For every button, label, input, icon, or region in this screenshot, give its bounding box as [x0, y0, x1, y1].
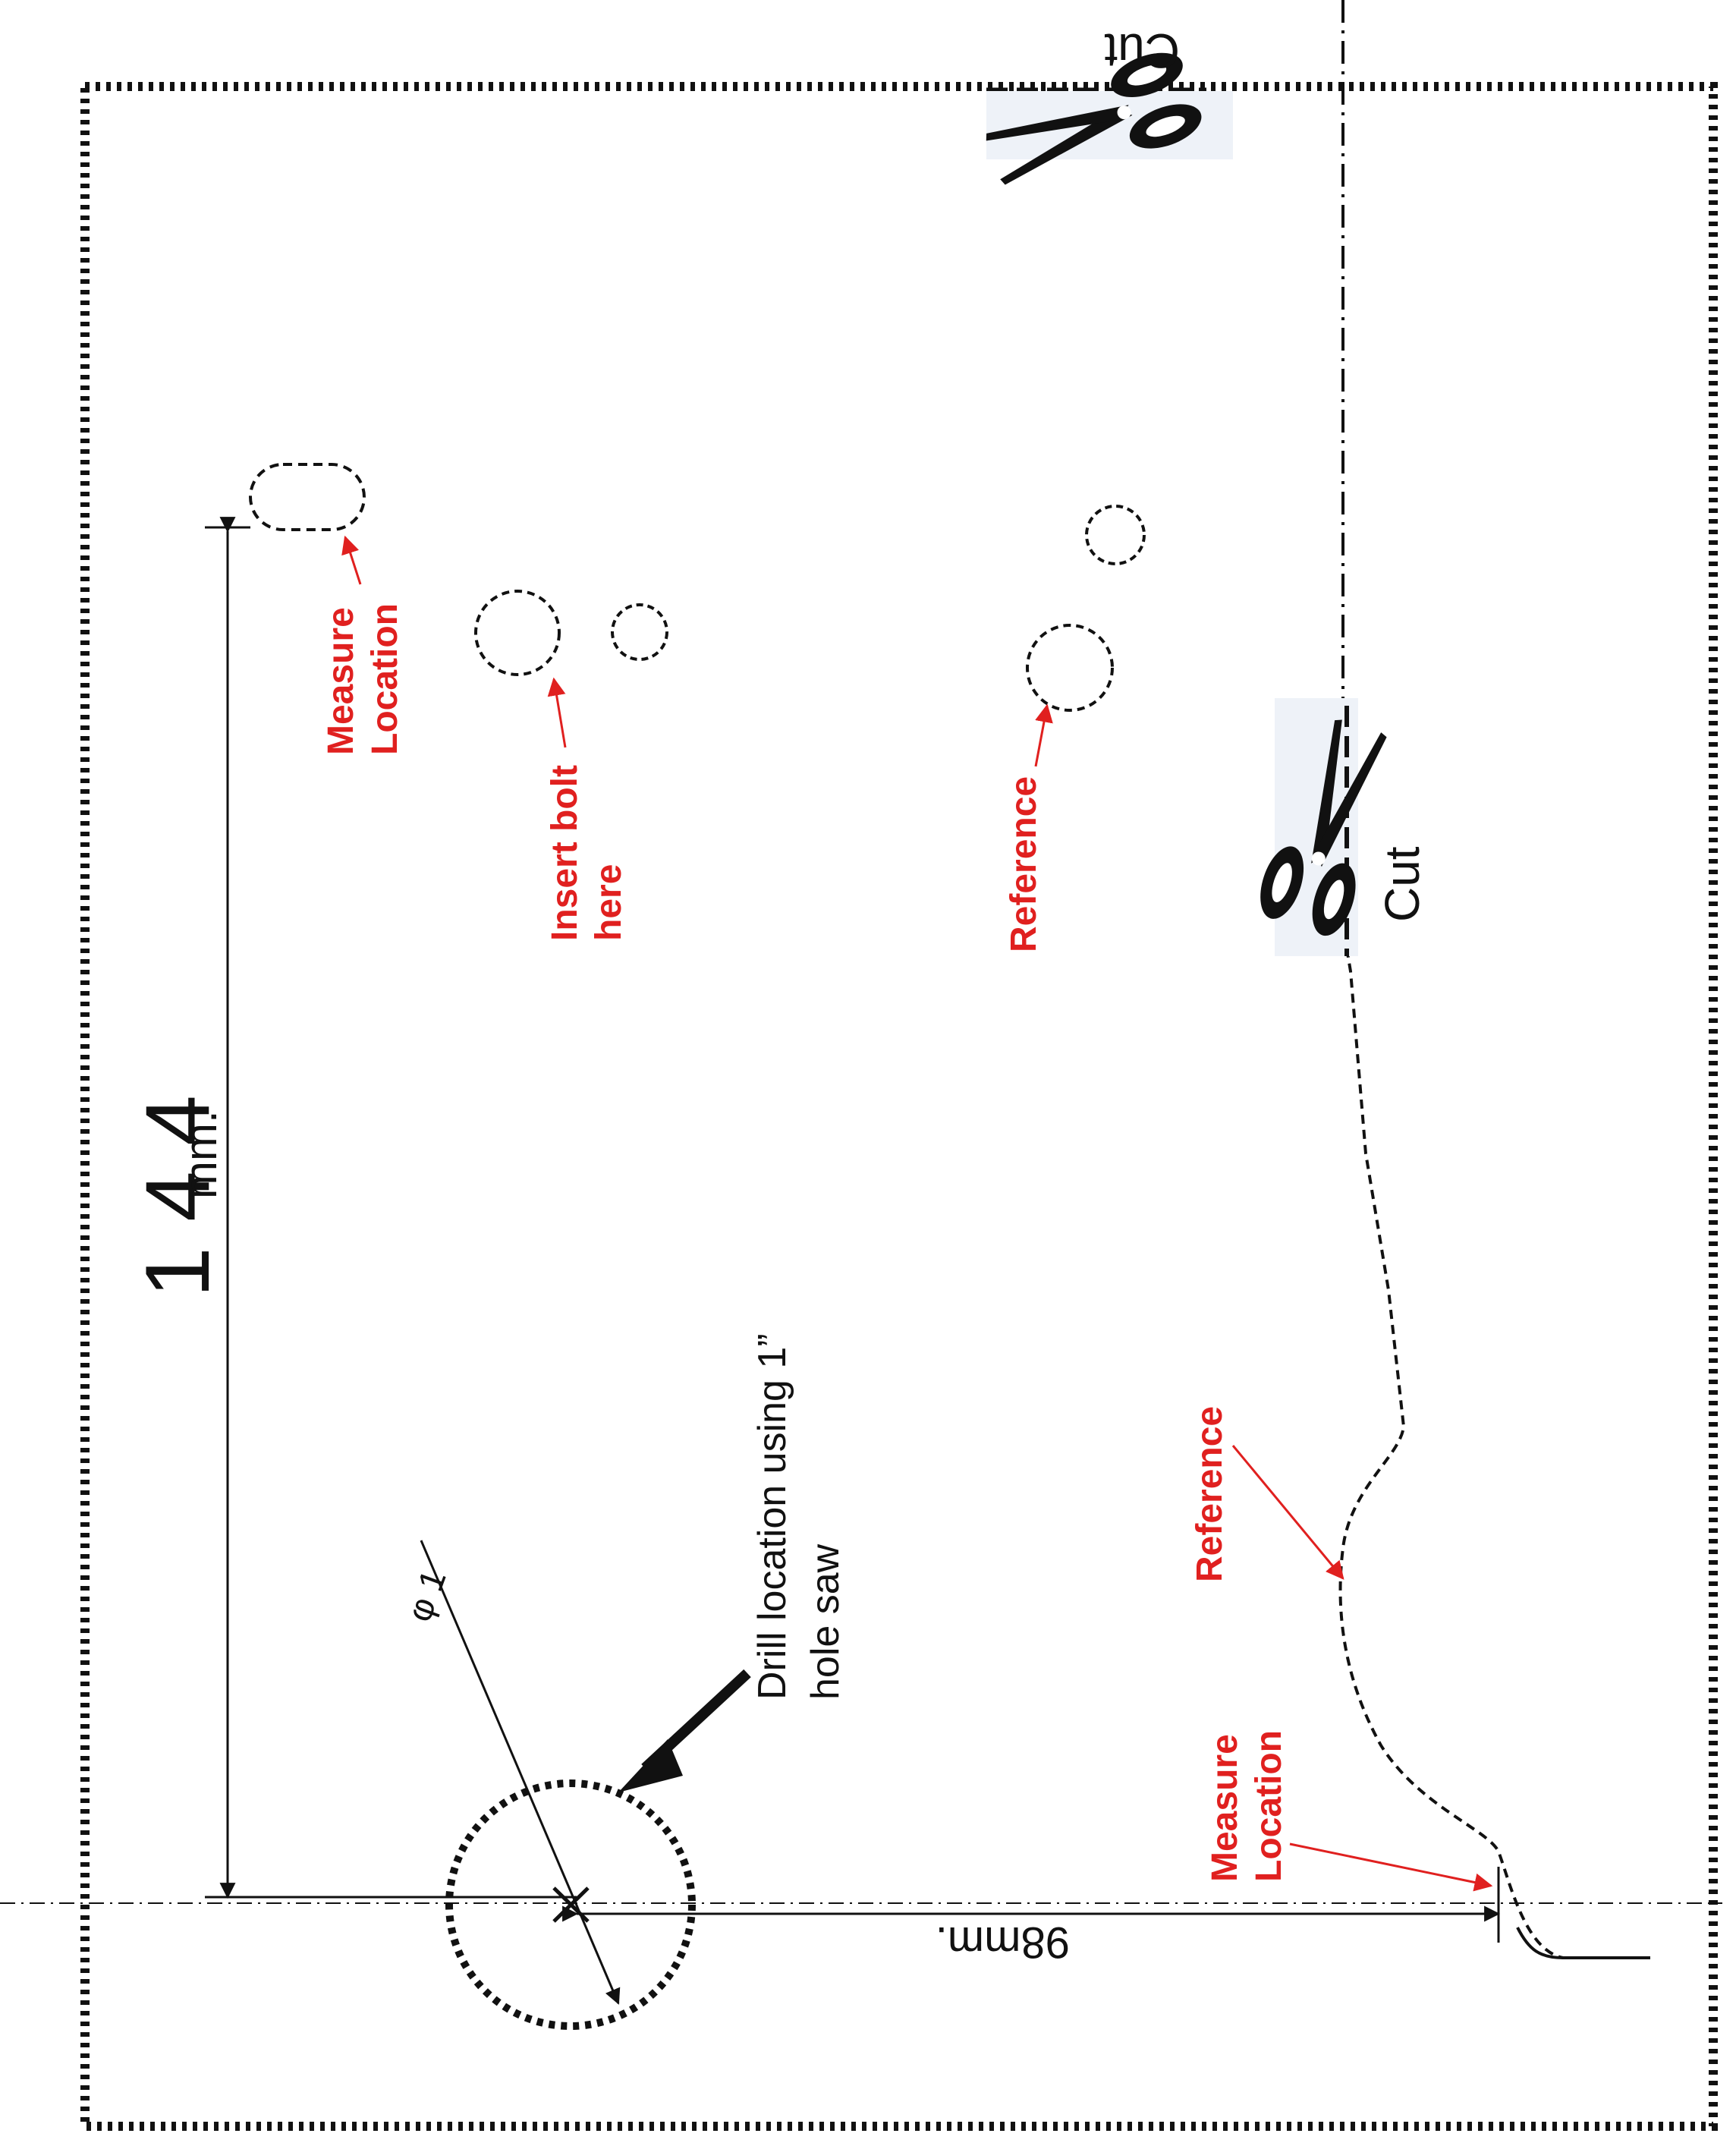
drill-center-x: [552, 1886, 590, 1923]
measure-slot: [249, 463, 366, 531]
svg-text:Measure: Measure: [1205, 1734, 1245, 1882]
measure-location-bottom-label: Measure Location: [1205, 1730, 1289, 1882]
insert-bolt-arrow: [547, 677, 567, 748]
template-border: [80, 82, 1718, 2131]
reference-bottom-label: Reference: [1190, 1406, 1230, 1582]
reference-hole-small: [1085, 505, 1146, 565]
drill-pointer-arrowhead: [618, 1739, 683, 1792]
phi-label: φ 1: [399, 1565, 454, 1627]
reference-hole-large: [1026, 624, 1114, 712]
svg-text:Location: Location: [365, 603, 405, 755]
drill-hole-circle: [445, 1779, 696, 2030]
insert-bolt-label: Insert bolt here: [545, 765, 629, 941]
dimension-98-text: 98mm.: [936, 1918, 1070, 1967]
measure-location-top-arrow: [341, 535, 362, 585]
svg-text:1 4 4: 1 4 4: [127, 1095, 228, 1298]
profile-curve-solid-end: [1516, 1927, 1650, 1959]
cut-label-top: Cut: [1104, 24, 1180, 78]
svg-text:here: here: [589, 864, 629, 941]
svg-text:mm.: mm.: [175, 1110, 226, 1199]
svg-text:Location: Location: [1249, 1730, 1289, 1882]
svg-text:hole saw: hole saw: [804, 1543, 848, 1700]
reference-top-arrow: [1034, 703, 1053, 767]
svg-text:Measure: Measure: [321, 607, 361, 755]
reference-bottom-arrow: [1231, 1445, 1344, 1580]
measure-location-top-label: Measure Location: [321, 603, 405, 755]
bolt-hole-small: [611, 603, 668, 661]
drill-instruction-text: Drill location using 1” hole saw: [750, 1333, 848, 1700]
svg-text:Drill location using 1”: Drill location using 1”: [750, 1333, 794, 1700]
svg-text:Insert bolt: Insert bolt: [545, 765, 585, 941]
profile-curve: [1338, 948, 1650, 1959]
bolt-hole-large: [474, 590, 561, 676]
cut-label-right: Cut: [1375, 846, 1429, 922]
reference-top-label: Reference: [1004, 776, 1044, 952]
phi-leader-line: [420, 1540, 621, 2005]
measure-location-bottom-arrow: [1289, 1842, 1493, 1892]
dimension-144-text: 1 4 4 mm.: [127, 1095, 228, 1298]
